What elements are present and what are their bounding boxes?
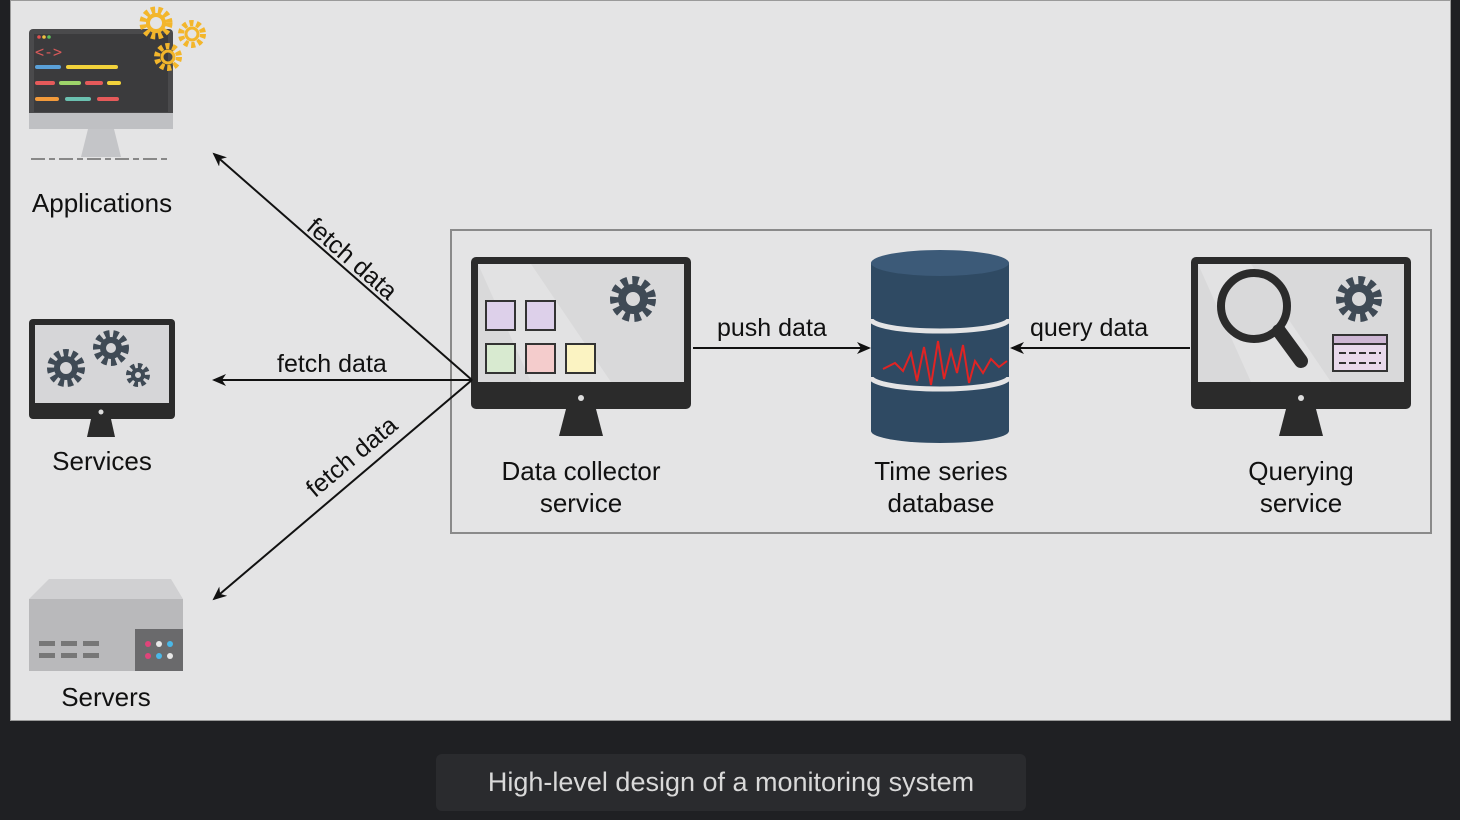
query-data-label: query data <box>1030 314 1149 342</box>
gold-gears-icon <box>139 6 206 71</box>
server-rack-icon <box>29 579 183 671</box>
monitor-gears-icon <box>29 319 175 437</box>
tsdb-label-line2: database <box>887 488 995 518</box>
collector-label-line1: Data collector <box>501 456 661 486</box>
database-icon <box>868 250 1012 443</box>
servers-label: Servers <box>61 682 151 712</box>
figure-caption: High-level design of a monitoring system <box>436 754 1026 811</box>
collector-label: Data collector service <box>481 455 681 519</box>
collector-label-line2: service <box>539 488 623 518</box>
monitor-grid-gear-icon <box>471 257 691 436</box>
query-service-label: Querying service <box>1201 455 1401 519</box>
fetch-services-label: fetch data <box>277 350 387 378</box>
monitor-code-icon: <-> <box>29 29 173 160</box>
tsdb-label: Time series database <box>841 455 1041 519</box>
system-boundary-box <box>450 229 1432 534</box>
diagram-graphics: <-> <box>29 6 1432 671</box>
fetch-servers-arrow <box>212 379 473 601</box>
applications-label: Applications <box>31 188 173 218</box>
tsdb-label-line1: Time series <box>874 456 1008 486</box>
diagram-canvas: <-> <box>10 0 1451 721</box>
push-data-label: push data <box>717 314 827 342</box>
svg-text:<->: <-> <box>35 43 62 61</box>
services-label: Services <box>52 446 152 476</box>
monitor-search-icon <box>1191 257 1411 436</box>
fetch-applications-arrow <box>212 152 473 381</box>
query-service-label-line1: Querying <box>1248 456 1354 486</box>
query-service-label-line2: service <box>1259 488 1343 518</box>
